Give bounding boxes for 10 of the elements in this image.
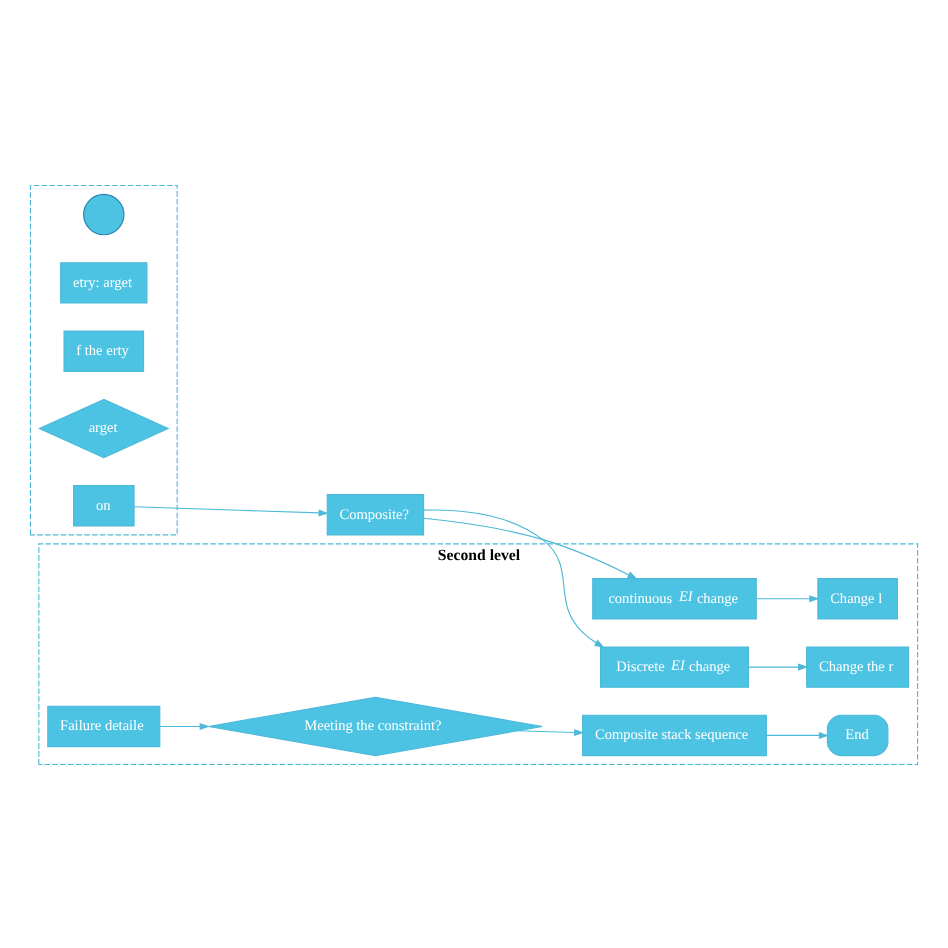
arrow bbox=[756, 594, 820, 602]
arrow bbox=[159, 721, 210, 729]
arrow bbox=[748, 662, 809, 670]
arrow bbox=[423, 516, 638, 579]
arrow bbox=[766, 730, 829, 738]
arrow bbox=[423, 508, 605, 647]
arrow bbox=[517, 727, 585, 735]
arrow bbox=[133, 505, 329, 516]
node-circle bbox=[83, 192, 125, 235]
cluster bbox=[29, 183, 178, 535]
